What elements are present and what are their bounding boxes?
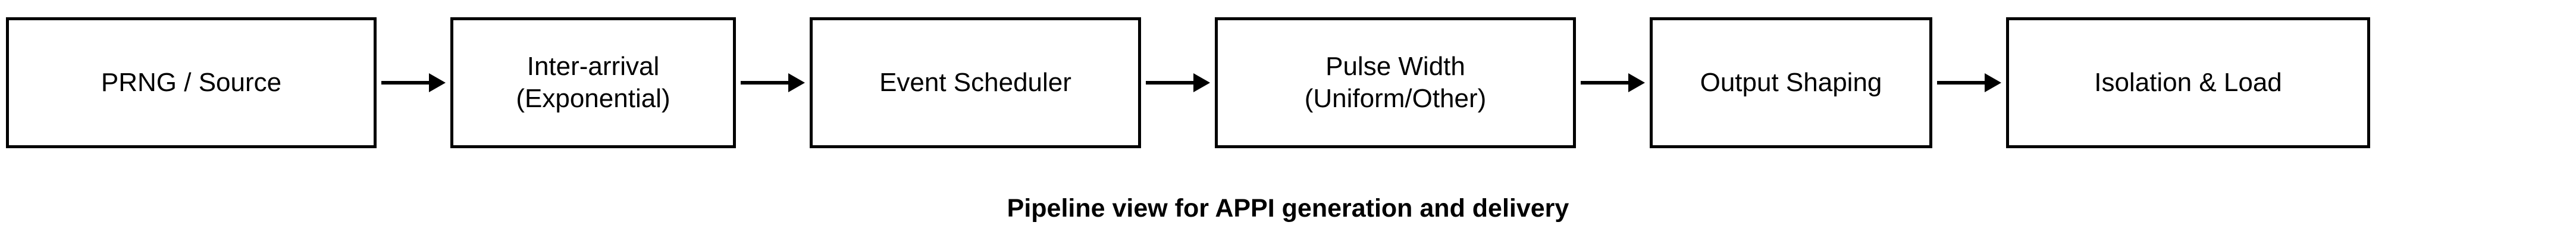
arrow-shaft — [381, 81, 435, 85]
pipeline-stage-row: PRNG / Source Inter-arrival (Exponential… — [6, 17, 2370, 148]
stage-label: Output Shaping — [1700, 68, 1882, 98]
stage-label: PRNG / Source — [101, 68, 282, 98]
arrow-event-scheduler-to-pulse-width — [1141, 71, 1215, 95]
arrow-head-icon — [1193, 73, 1210, 92]
arrow-head-icon — [1628, 73, 1645, 92]
stage-label: Pulse Width (Uniform/Other) — [1304, 52, 1487, 113]
stage-box-event-scheduler[interactable]: Event Scheduler — [810, 17, 1141, 148]
diagram-caption: Pipeline view for APPI generation and de… — [1007, 194, 1569, 223]
stage-box-prng-source[interactable]: PRNG / Source — [6, 17, 377, 148]
stage-label: Isolation & Load — [2094, 68, 2282, 98]
arrow-head-icon — [788, 73, 805, 92]
arrow-prng-source-to-inter-arrival — [377, 71, 450, 95]
arrow-output-shaping-to-isolation-load — [1932, 71, 2006, 95]
arrow-shaft — [741, 81, 794, 85]
stage-box-inter-arrival[interactable]: Inter-arrival (Exponential) — [450, 17, 736, 148]
stage-box-pulse-width[interactable]: Pulse Width (Uniform/Other) — [1215, 17, 1576, 148]
stage-box-isolation-load[interactable]: Isolation & Load — [2006, 17, 2370, 148]
arrow-shaft — [1937, 81, 1991, 85]
arrow-shaft — [1581, 81, 1634, 85]
stage-label: Inter-arrival (Exponential) — [516, 52, 670, 113]
arrow-head-icon — [1985, 73, 2001, 92]
arrow-head-icon — [429, 73, 446, 92]
arrow-pulse-width-to-output-shaping — [1576, 71, 1650, 95]
arrow-shaft — [1146, 81, 1199, 85]
stage-label: Event Scheduler — [879, 68, 1071, 98]
arrow-inter-arrival-to-event-scheduler — [736, 71, 810, 95]
stage-box-output-shaping[interactable]: Output Shaping — [1650, 17, 1932, 148]
